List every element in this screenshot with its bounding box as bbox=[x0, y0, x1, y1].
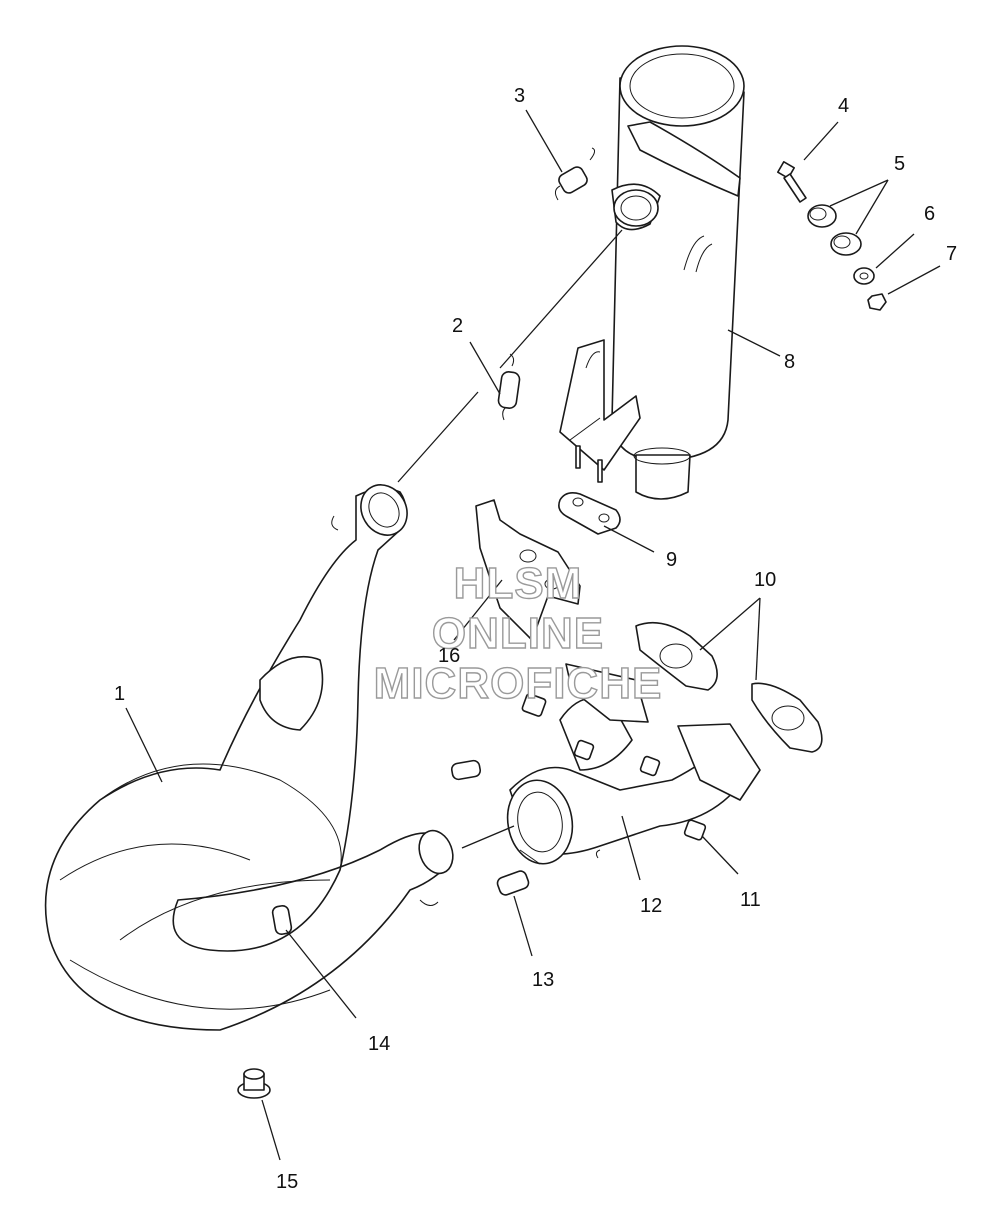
callout-6: 6 bbox=[924, 203, 935, 225]
callout-15: 15 bbox=[276, 1171, 298, 1193]
mount-plate-9 bbox=[558, 492, 621, 535]
spring-14 bbox=[271, 904, 293, 936]
watermark-line-2: ONLINE bbox=[432, 609, 604, 658]
spring-3 bbox=[554, 147, 596, 201]
callout-4: 4 bbox=[838, 95, 849, 117]
watermark-line-1: HLSM bbox=[454, 559, 583, 608]
bolts-11 bbox=[521, 693, 707, 841]
leader-lines bbox=[125, 109, 941, 1161]
watermark: HLSM ONLINE MICROFICHE bbox=[373, 558, 663, 708]
bracket-16 bbox=[475, 499, 581, 641]
callout-13: 13 bbox=[532, 969, 554, 991]
watermark-line-3: MICROFICHE bbox=[374, 659, 663, 708]
callout-10: 10 bbox=[754, 569, 776, 591]
muffler-canister bbox=[559, 45, 745, 500]
callout-7: 7 bbox=[946, 243, 957, 265]
callout-5: 5 bbox=[894, 153, 905, 175]
callout-8: 8 bbox=[784, 351, 795, 373]
spring-2 bbox=[497, 353, 521, 421]
callout-11: 11 bbox=[740, 889, 761, 911]
callout-12: 12 bbox=[640, 895, 662, 917]
mount-hardware bbox=[777, 161, 887, 311]
callout-3: 3 bbox=[514, 85, 525, 107]
drain-plug-15 bbox=[237, 1068, 271, 1099]
expansion-chamber bbox=[44, 484, 454, 1031]
callout-labels: 1 2 3 4 5 6 7 8 9 10 11 12 13 14 15 16 bbox=[114, 85, 957, 1193]
gasket-10b bbox=[751, 682, 823, 753]
callout-1: 1 bbox=[114, 683, 125, 705]
callout-14: 14 bbox=[368, 1033, 390, 1055]
gasket-10a bbox=[635, 621, 718, 691]
callout-9: 9 bbox=[666, 549, 677, 571]
callout-2: 2 bbox=[452, 315, 463, 337]
spring-loose bbox=[450, 759, 482, 781]
spring-13 bbox=[496, 870, 530, 896]
callout-16: 16 bbox=[438, 645, 460, 667]
